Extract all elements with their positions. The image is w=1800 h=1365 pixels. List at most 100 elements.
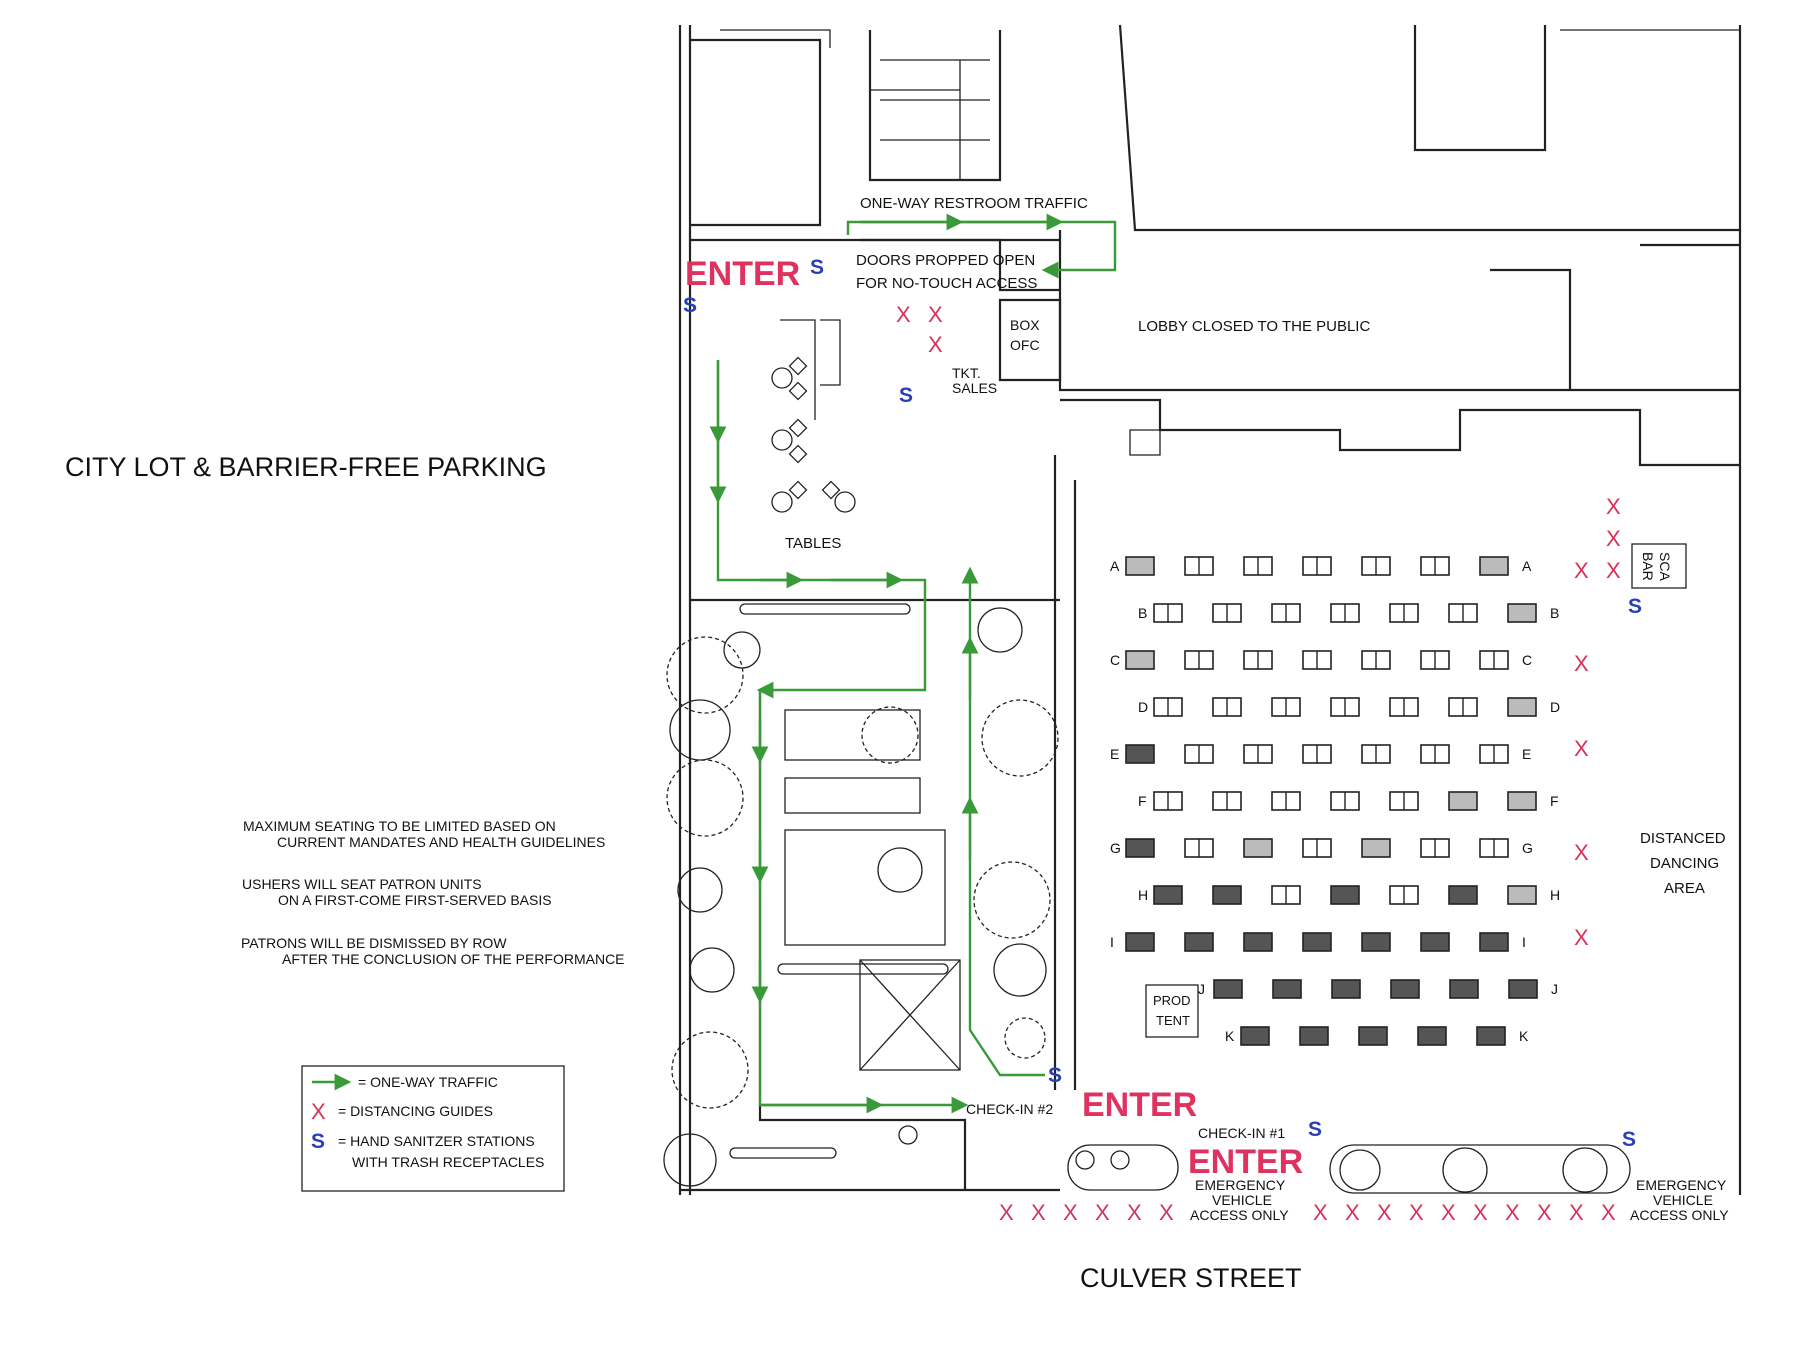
- box-office-label-1: BOX: [1010, 317, 1040, 333]
- seat-unit-dark: [1125, 838, 1155, 858]
- seat-unit-dark: [1331, 979, 1361, 999]
- ticket-sales-label-2: SALES: [952, 380, 997, 396]
- x-mark: X: [1574, 736, 1589, 761]
- seat-unit-dark: [1390, 979, 1420, 999]
- x-mark: X: [999, 1200, 1014, 1225]
- legend-distancing-label: = DISTANCING GUIDES: [338, 1103, 493, 1119]
- seat-unit-dark: [1184, 932, 1214, 952]
- check-in-2-label: CHECK-IN #2: [966, 1101, 1053, 1117]
- seat-unit-dot: [1125, 556, 1155, 576]
- x-mark: X: [1606, 494, 1621, 519]
- x-mark: X: [1505, 1200, 1520, 1225]
- note-3-line-1: PATRONS WILL BE DISMISSED BY ROW: [241, 935, 507, 951]
- note-2-line-2: ON A FIRST-COME FIRST-SERVED BASIS: [278, 892, 552, 908]
- seat-unit-dot: [1507, 791, 1537, 811]
- x-mark: X: [928, 302, 943, 327]
- sca-bar-box: [1631, 543, 1687, 589]
- sanitizer-station: S: [899, 384, 913, 407]
- sanitizer-station: S: [1628, 595, 1642, 618]
- row-label-right: G: [1522, 840, 1533, 856]
- x-mark: X: [1313, 1200, 1328, 1225]
- seat-unit-dark: [1330, 885, 1360, 905]
- x-mark: X: [896, 302, 911, 327]
- seat-unit-dark: [1449, 979, 1479, 999]
- seat-unit-dark: [1448, 885, 1478, 905]
- row-label-left: F: [1138, 793, 1147, 809]
- seat-unit-dark: [1125, 932, 1155, 952]
- x-mark: X: [1409, 1200, 1424, 1225]
- x-mark: X: [1537, 1200, 1552, 1225]
- x-mark: X: [1574, 840, 1589, 865]
- x-mark: X: [1345, 1200, 1360, 1225]
- dancing-label-2: DANCING: [1650, 855, 1719, 872]
- row-label-right: E: [1522, 746, 1531, 762]
- x-mark: X: [1574, 925, 1589, 950]
- row-label-left: K: [1225, 1028, 1235, 1044]
- x-mark: X: [1473, 1200, 1488, 1225]
- x-mark: X: [928, 332, 943, 357]
- x-mark: X: [1063, 1200, 1078, 1225]
- dancing-label-1: DISTANCED: [1640, 830, 1726, 847]
- note-2-line-1: USHERS WILL SEAT PATRON UNITS: [242, 876, 482, 892]
- distancing-guides: X X X X X X X X X X X X X X X X X X X X …: [896, 302, 1621, 1225]
- note-1-line-2: CURRENT MANDATES AND HEALTH GUIDELINES: [277, 834, 605, 850]
- seat-unit-dot: [1507, 697, 1537, 717]
- seat-unit-dark: [1302, 932, 1332, 952]
- x-mark: X: [1159, 1200, 1174, 1225]
- enter-label-courtyard: ENTER: [1082, 1086, 1197, 1124]
- emergency-right-2: VEHICLE: [1653, 1192, 1713, 1208]
- seat-unit-dark: [1417, 1026, 1447, 1046]
- row-label-right: H: [1550, 887, 1560, 903]
- sanitizer-station: S: [1622, 1128, 1636, 1151]
- landscaping: [663, 603, 1608, 1193]
- row-label-right: I: [1522, 934, 1526, 950]
- enter-label-top: ENTER: [685, 255, 800, 293]
- tables-label: TABLES: [785, 535, 841, 552]
- seat-unit-dark: [1213, 979, 1243, 999]
- x-mark: X: [1441, 1200, 1456, 1225]
- row-label-left: I: [1110, 934, 1114, 950]
- sanitizer-stations: S S S S S S S: [683, 256, 1642, 1151]
- emergency-right-1: EMERGENCY: [1636, 1177, 1727, 1193]
- seat-unit-dot: [1507, 885, 1537, 905]
- sanitizer-station: S: [1308, 1118, 1322, 1141]
- dancing-label-3: AREA: [1664, 880, 1705, 897]
- lobby-label: LOBBY CLOSED TO THE PUBLIC: [1138, 318, 1370, 335]
- restroom-traffic-label: ONE-WAY RESTROOM TRAFFIC: [860, 195, 1088, 212]
- one-way-traffic-routes: [709, 213, 1117, 1114]
- building-outline: [678, 24, 1742, 1195]
- legend-x-icon: X: [311, 1099, 326, 1124]
- seat-unit-dark: [1420, 932, 1450, 952]
- sanitizer-station: S: [683, 294, 697, 317]
- x-mark: X: [1377, 1200, 1392, 1225]
- legend-traffic-label: = ONE-WAY TRAFFIC: [358, 1074, 498, 1090]
- doors-label-2: FOR NO-TOUCH ACCESS: [856, 275, 1037, 292]
- row-label-right: C: [1522, 652, 1532, 668]
- legend: = ONE-WAY TRAFFIC X = DISTANCING GUIDES …: [301, 1065, 565, 1192]
- x-mark: X: [1606, 526, 1621, 551]
- x-mark: X: [1606, 558, 1621, 583]
- sanitizer-station: S: [1048, 1064, 1062, 1087]
- note-3-line-2: AFTER THE CONCLUSION OF THE PERFORMANCE: [282, 951, 625, 967]
- seat-unit-dark: [1479, 932, 1509, 952]
- box-office-label-2: OFC: [1010, 337, 1040, 353]
- check-in-1-label: CHECK-IN #1: [1198, 1125, 1285, 1141]
- sca-bar-label-1: SCA: [1657, 552, 1673, 581]
- prod-tent-label-2: TENT: [1156, 1013, 1190, 1028]
- row-label-right: A: [1522, 558, 1532, 574]
- row-label-right: D: [1550, 699, 1560, 715]
- x-mark: X: [1574, 558, 1589, 583]
- x-mark: X: [1095, 1200, 1110, 1225]
- row-label-left: C: [1110, 652, 1120, 668]
- seat-unit-dot: [1361, 838, 1391, 858]
- row-label-left: H: [1138, 887, 1148, 903]
- prod-tent-box: [1145, 984, 1199, 1038]
- legend-s-icon: S: [311, 1130, 325, 1153]
- emergency-left-1: EMERGENCY: [1195, 1177, 1286, 1193]
- row-label-left: B: [1138, 605, 1147, 621]
- seat-unit-dot: [1507, 603, 1537, 623]
- row-label-left: D: [1138, 699, 1148, 715]
- x-mark: X: [1601, 1200, 1616, 1225]
